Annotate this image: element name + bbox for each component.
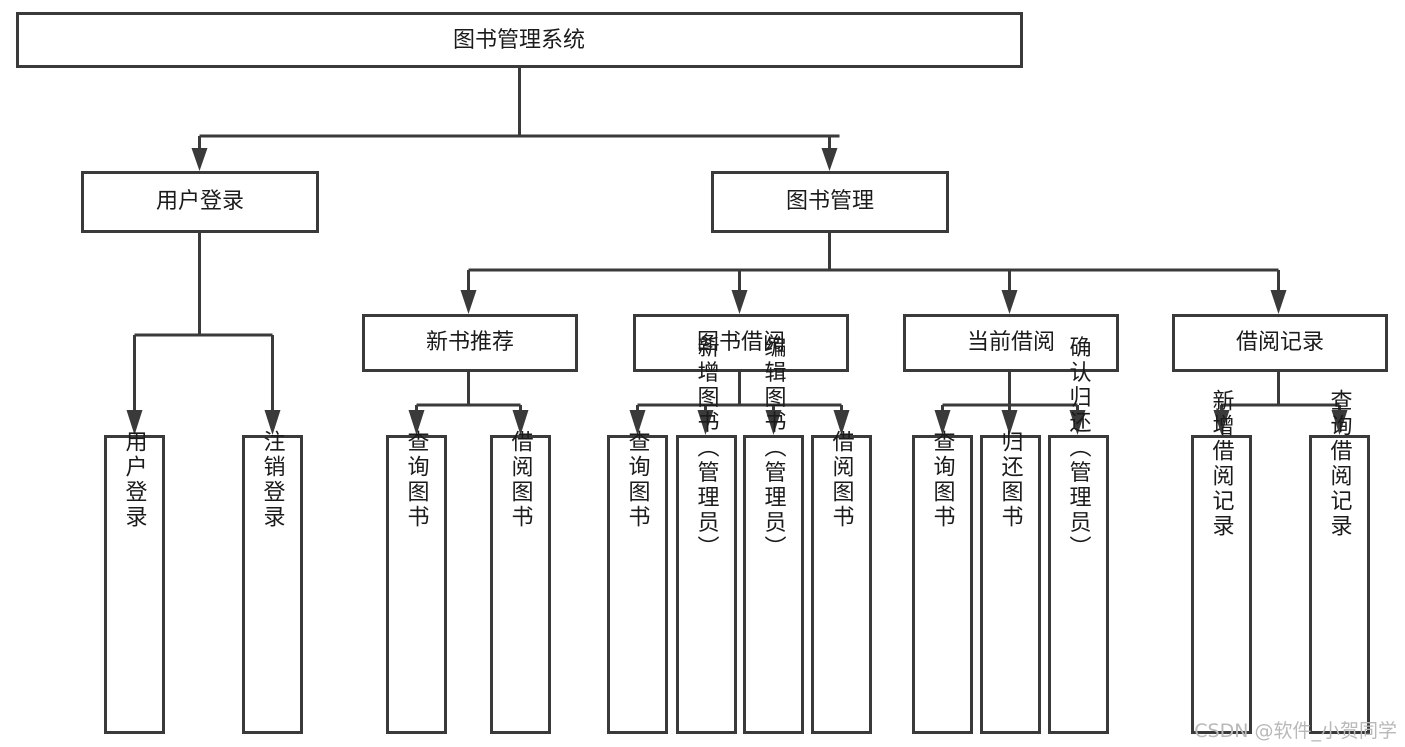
connector-group-user-login <box>126 232 281 435</box>
arrow-head-book-borrow <box>731 290 748 314</box>
leaf-label-book-borrow-3: 编辑图书（管理员） <box>761 336 787 561</box>
node-box-new-book-recommend[interactable] <box>362 314 578 372</box>
leaf-box-user-login-1[interactable] <box>104 435 165 734</box>
leaf-label-user-login-1: 用户登录 <box>122 430 148 530</box>
arrow-head-leaf-user-login-2 <box>264 410 281 435</box>
leaf-label-new-book-recommend-1: 查询图书 <box>404 430 430 530</box>
leaf-label-book-borrow-1: 查询图书 <box>625 430 651 530</box>
arrow-head-leaf-borrow-record-1 <box>1213 410 1230 435</box>
leaf-box-book-borrow-3[interactable] <box>743 435 804 734</box>
arrow-head-user-login <box>191 148 208 171</box>
arrow-head-book-manage <box>821 148 838 171</box>
leaf-node-new-book-recommend-1[interactable]: 查询图书 <box>386 430 447 734</box>
leaf-box-borrow-record-2[interactable] <box>1309 435 1370 734</box>
arrow-head-leaf-current-borrow-3 <box>1069 410 1086 435</box>
leaf-node-current-borrow-1[interactable]: 查询图书 <box>912 430 973 734</box>
leaf-node-book-borrow-2[interactable]: 新增图书（管理员） <box>676 336 737 734</box>
arrow-head-leaf-user-login-1 <box>126 410 143 435</box>
node-box-current-borrow[interactable] <box>903 314 1119 372</box>
arrow-head-leaf-current-borrow-1 <box>934 410 951 435</box>
arrow-head-borrow-record <box>1270 290 1287 314</box>
node-current-borrow[interactable]: 当前借阅 <box>903 314 1119 372</box>
csdn-watermark: CSDN @软件_小贺同学 <box>1194 720 1397 742</box>
node-book-borrow[interactable]: 图书借阅 <box>633 314 849 372</box>
node-label-book-borrow: 图书借阅 <box>697 330 785 355</box>
node-label-book-management: 图书管理 <box>786 189 874 214</box>
node-new-book-recommend[interactable]: 新书推荐 <box>362 314 578 372</box>
leaf-label-current-borrow-3: 确认归还（管理员） <box>1066 336 1092 561</box>
leaf-node-borrow-record-2[interactable]: 查询借阅记录 <box>1309 389 1370 734</box>
leaf-box-current-borrow-1[interactable] <box>912 435 973 734</box>
leaf-node-borrow-record-1[interactable]: 新增借阅记录 <box>1191 389 1252 734</box>
arrow-head-leaf-book-borrow-3 <box>765 410 782 435</box>
leaf-label-user-login-2: 注销登录 <box>260 430 286 530</box>
leaf-box-borrow-record-1[interactable] <box>1191 435 1252 734</box>
node-label-root: 图书管理系统 <box>453 28 585 53</box>
connector-group-new-book-recommend <box>408 372 529 435</box>
leaf-box-new-book-recommend-2[interactable] <box>490 435 551 734</box>
connector-group-current-borrow <box>934 372 1086 435</box>
leaf-label-book-borrow-4: 借阅图书 <box>829 430 855 530</box>
leaf-node-new-book-recommend-2[interactable]: 借阅图书 <box>490 430 551 734</box>
leaf-node-user-login-1[interactable]: 用户登录 <box>104 430 165 734</box>
node-root-book-management-system[interactable]: 图书管理系统 <box>16 12 1023 68</box>
leaf-label-current-borrow-2: 归还图书 <box>998 430 1024 530</box>
arrow-head-leaf-borrow-record-2 <box>1331 410 1348 435</box>
leaf-box-book-borrow-2[interactable] <box>676 435 737 734</box>
node-label-new-book-recommend: 新书推荐 <box>426 330 514 355</box>
node-box-user-login[interactable] <box>81 171 319 233</box>
connector-group-borrow-record <box>1213 372 1348 435</box>
connector-group-root <box>191 67 840 171</box>
arrow-head-leaf-book-borrow-2 <box>697 410 714 435</box>
leaf-box-book-borrow-4[interactable] <box>811 435 872 734</box>
node-box-book-borrow[interactable] <box>633 314 849 372</box>
leaf-node-current-borrow-2[interactable]: 归还图书 <box>980 430 1041 734</box>
leaf-node-current-borrow-3[interactable]: 确认归还（管理员） <box>1048 336 1109 734</box>
leaf-label-borrow-record-2: 查询借阅记录 <box>1327 389 1353 539</box>
leaf-node-book-borrow-3[interactable]: 编辑图书（管理员） <box>743 336 804 734</box>
leaf-node-book-borrow-1[interactable]: 查询图书 <box>607 430 668 734</box>
leaf-label-book-borrow-2: 新增图书（管理员） <box>694 336 720 561</box>
node-box-root[interactable] <box>16 12 1023 68</box>
node-box-book-management[interactable] <box>711 171 949 233</box>
node-label-user-login: 用户登录 <box>156 189 244 214</box>
leaf-box-current-borrow-3[interactable] <box>1048 435 1109 734</box>
arrow-head-new-book-recommend <box>460 290 477 314</box>
arrow-head-leaf-book-borrow-4 <box>833 410 850 435</box>
connector-group-book-manage <box>460 232 1287 314</box>
arrow-head-leaf-new-book-2 <box>512 410 529 435</box>
node-label-current-borrow: 当前借阅 <box>967 330 1055 355</box>
arrow-head-leaf-current-borrow-2 <box>1001 410 1018 435</box>
leaf-node-book-borrow-4[interactable]: 借阅图书 <box>811 430 872 734</box>
leaf-box-new-book-recommend-1[interactable] <box>386 435 447 734</box>
leaf-label-current-borrow-1: 查询图书 <box>930 430 956 530</box>
leaf-label-new-book-recommend-2: 借阅图书 <box>508 430 534 530</box>
node-borrow-record[interactable]: 借阅记录 <box>1172 314 1388 372</box>
leaf-box-user-login-2[interactable] <box>242 435 303 734</box>
leaf-label-borrow-record-1: 新增借阅记录 <box>1209 389 1235 539</box>
leaf-box-current-borrow-2[interactable] <box>980 435 1041 734</box>
node-box-borrow-record[interactable] <box>1172 314 1388 372</box>
arrow-head-current-borrow <box>1001 290 1018 314</box>
leaf-node-user-login-2[interactable]: 注销登录 <box>242 430 303 734</box>
arrow-head-leaf-new-book-1 <box>408 410 425 435</box>
connector-group-book-borrow <box>629 372 850 435</box>
node-user-login[interactable]: 用户登录 <box>81 171 319 233</box>
node-book-management[interactable]: 图书管理 <box>711 171 949 233</box>
node-label-borrow-record: 借阅记录 <box>1236 330 1324 355</box>
arrow-head-leaf-book-borrow-1 <box>629 410 646 435</box>
leaf-box-book-borrow-1[interactable] <box>607 435 668 734</box>
